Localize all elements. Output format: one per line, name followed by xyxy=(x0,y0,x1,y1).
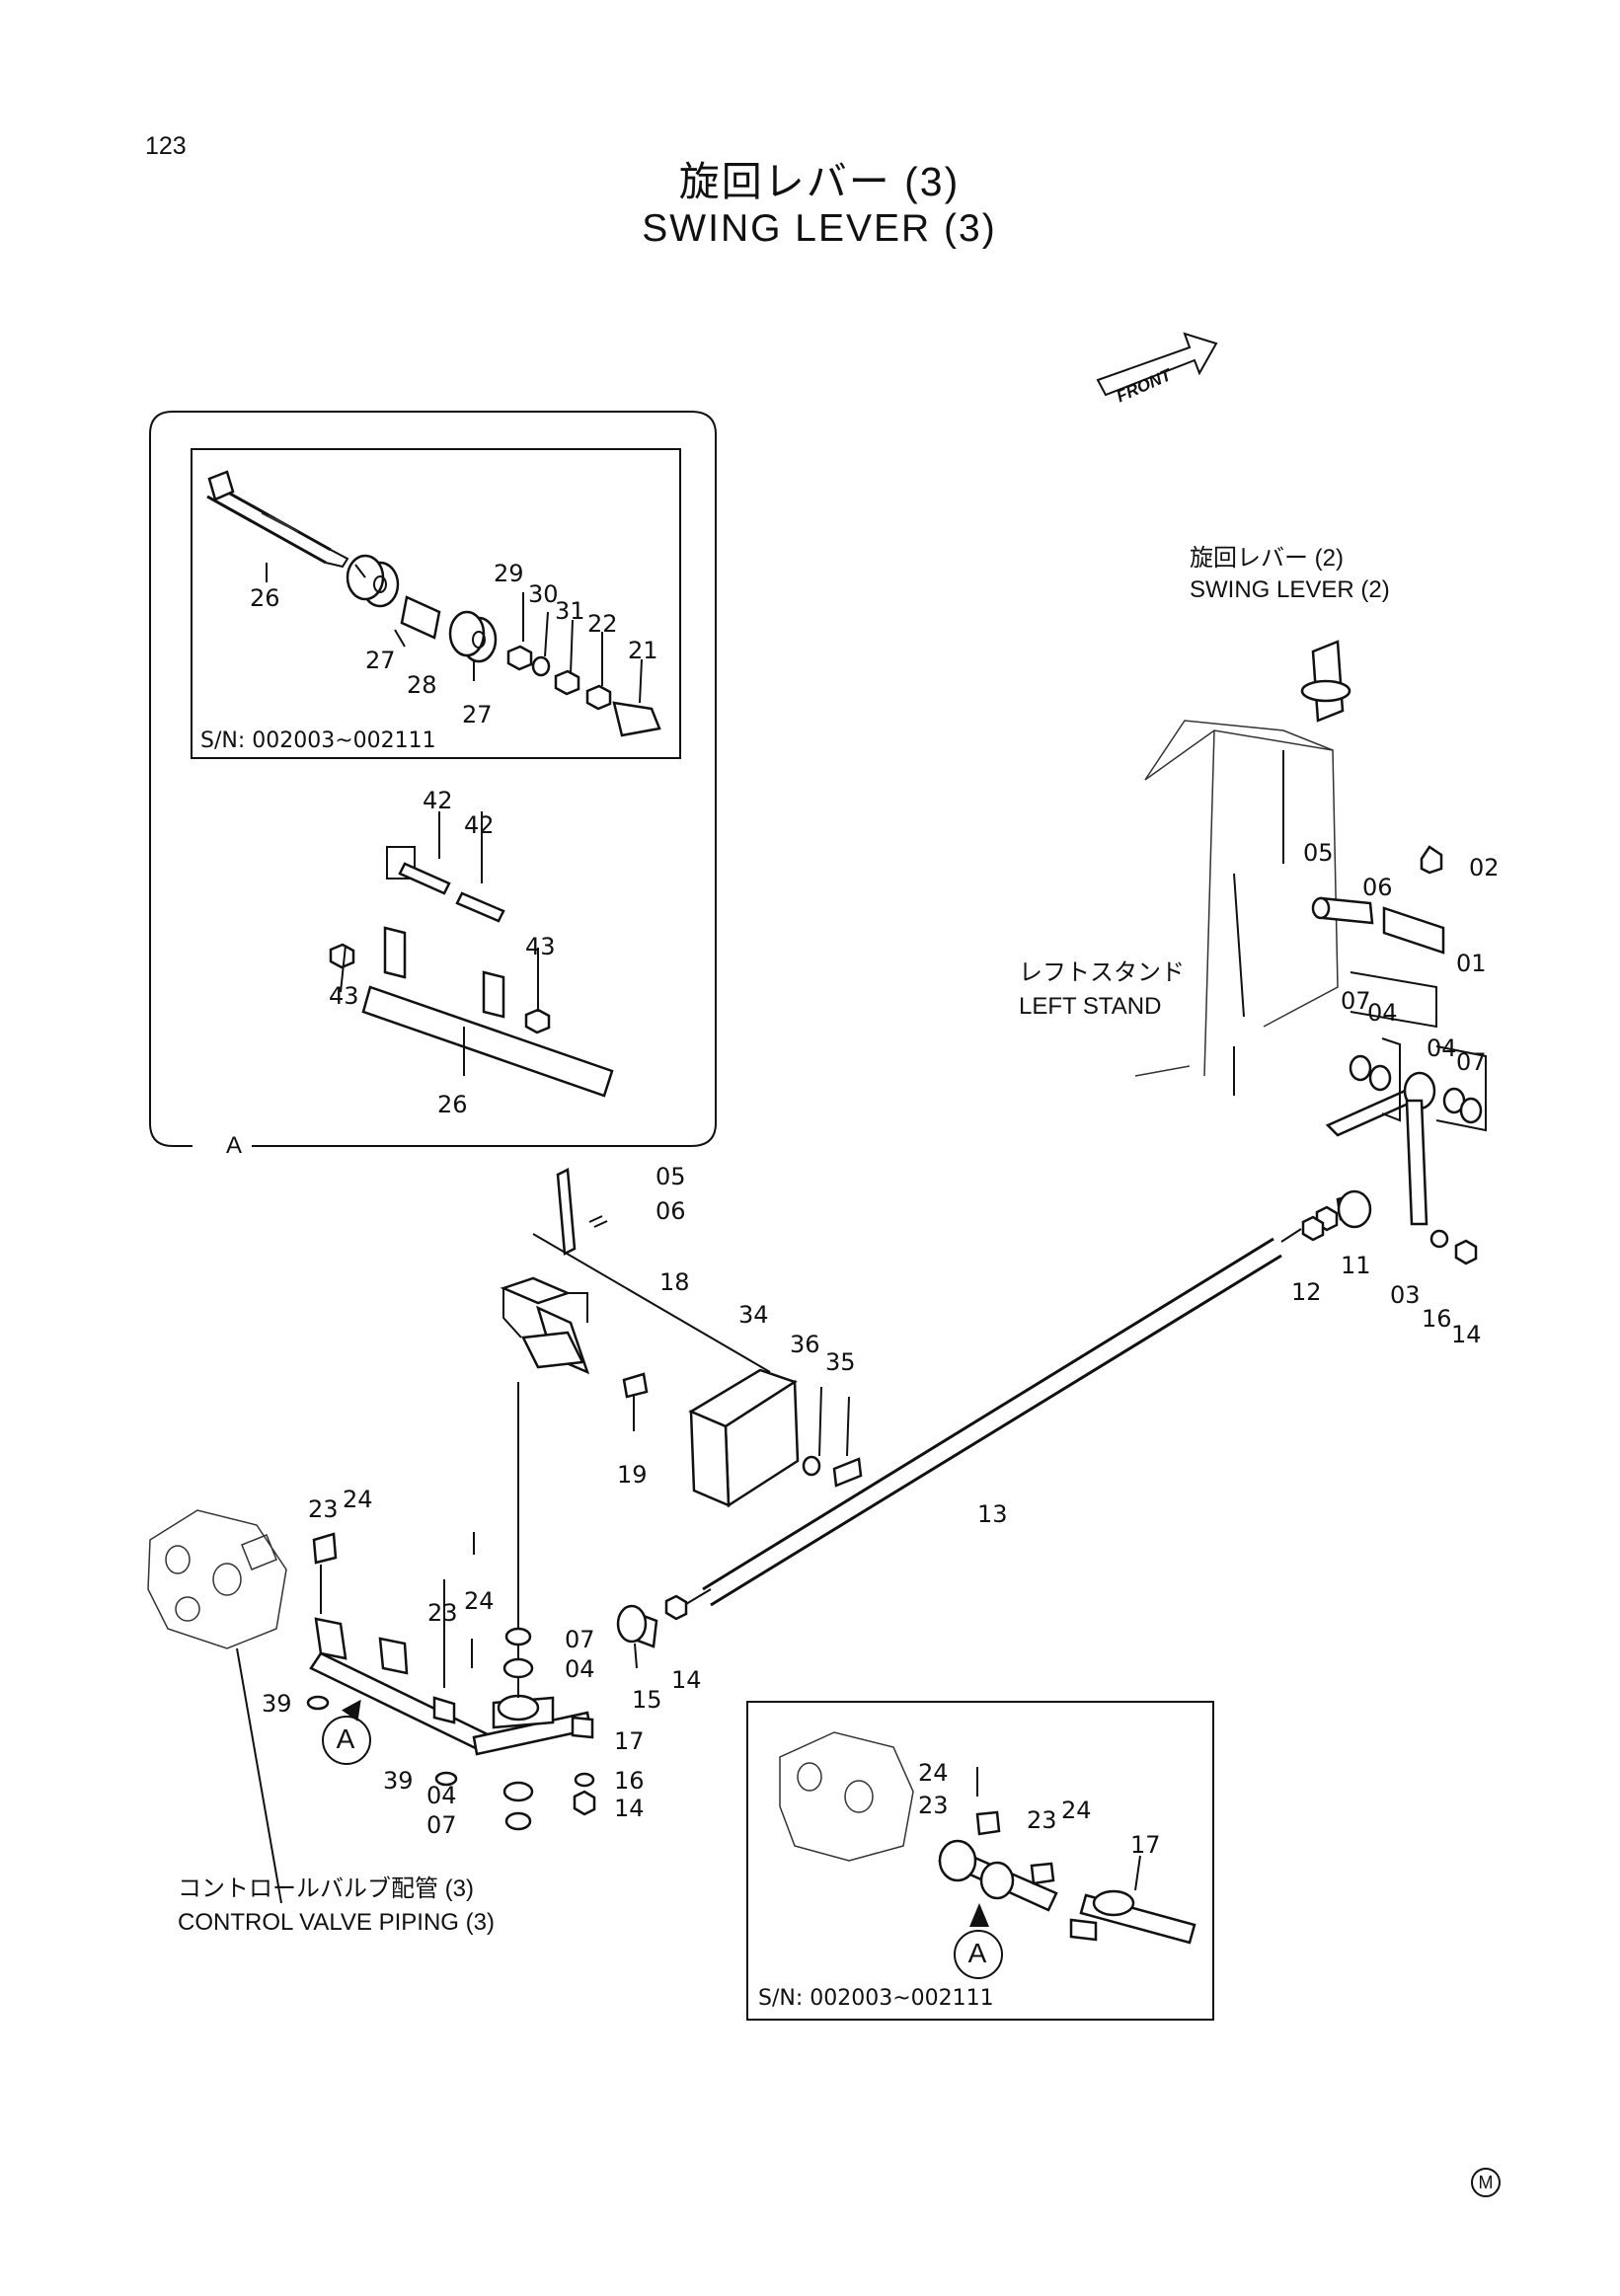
part-label: 06 xyxy=(656,1197,686,1225)
part-label: 43 xyxy=(525,933,556,960)
detail-a-lever-parts xyxy=(329,811,614,1098)
left-stand-outline xyxy=(1134,640,1351,1096)
part-label: 23 xyxy=(308,1495,339,1523)
part-label: 27 xyxy=(365,647,396,674)
part-label: 19 xyxy=(617,1461,648,1489)
part-label: 14 xyxy=(671,1666,702,1694)
detail-a-shaft-parts xyxy=(206,470,661,737)
part-label: 07 xyxy=(1341,987,1371,1015)
part-label: 31 xyxy=(555,597,585,625)
part-label: 18 xyxy=(659,1268,690,1296)
part-label: 15 xyxy=(632,1686,662,1714)
part-label: 07 xyxy=(426,1811,457,1839)
part-label: 26 xyxy=(250,584,280,612)
page-title-english: SWING LEVER (3) xyxy=(642,207,997,250)
part-label: 23 xyxy=(918,1792,949,1819)
view-a-letter: A xyxy=(967,1938,987,1968)
detail-bottom-inset-box xyxy=(746,1701,1214,2021)
part-label: 06 xyxy=(1362,874,1393,901)
part-label: 04 xyxy=(1427,1034,1457,1062)
part-label: 17 xyxy=(1130,1831,1161,1859)
part-label: 42 xyxy=(464,811,495,839)
part-label: 21 xyxy=(628,637,658,664)
part-label: 02 xyxy=(1469,854,1500,881)
view-a-arrow-right-icon xyxy=(969,1903,989,1927)
detail-a-frame xyxy=(149,411,717,1147)
part-label: 14 xyxy=(614,1795,645,1822)
part-label: 05 xyxy=(1303,839,1334,867)
part-label: 39 xyxy=(262,1690,292,1718)
part-label: 16 xyxy=(614,1767,645,1795)
part-label: 28 xyxy=(407,671,437,699)
part-label: 17 xyxy=(614,1727,645,1755)
part-label: 04 xyxy=(426,1782,457,1809)
part-label: 16 xyxy=(1422,1305,1452,1333)
ref-left-stand-en: LEFT STAND xyxy=(1019,993,1162,1020)
part-label: 43 xyxy=(329,982,359,1010)
lower-left-linkage xyxy=(306,1382,688,1831)
manufacturer-mark-icon: M xyxy=(1471,2168,1501,2197)
part-label: 07 xyxy=(1456,1048,1487,1076)
upper-right-linkage xyxy=(1301,845,1487,1265)
part-label: 04 xyxy=(1367,999,1398,1027)
part-label: 27 xyxy=(462,701,493,728)
part-label: 13 xyxy=(977,1500,1008,1528)
ref-left-stand-jp: レフトスタンド xyxy=(1019,959,1185,986)
detail-bottom-serial-range: S/N: 002003~002111 xyxy=(758,1986,994,2011)
view-a-callout-right: A xyxy=(954,1930,1003,1979)
ref-swing-lever-2-en: SWING LEVER (2) xyxy=(1190,576,1390,603)
part-label: 29 xyxy=(494,560,524,587)
part-label: 39 xyxy=(383,1767,414,1795)
detail-a-marker: A xyxy=(226,1132,243,1159)
part-label: 05 xyxy=(656,1163,686,1190)
view-a-callout-left: A xyxy=(322,1716,371,1765)
part-label: 12 xyxy=(1291,1278,1322,1306)
detail-a-serial-range: S/N: 002003~002111 xyxy=(200,728,436,753)
center-bracket xyxy=(500,1168,649,1431)
ref-control-valve-piping-en: CONTROL VALVE PIPING (3) xyxy=(178,1909,495,1936)
control-valve-left xyxy=(147,1509,287,1904)
front-arrow-icon xyxy=(1096,332,1218,397)
bracket-34 xyxy=(532,1233,863,1508)
page-number: 123 xyxy=(145,132,187,160)
part-label: 26 xyxy=(437,1091,468,1118)
detail-a-inset-box xyxy=(191,448,681,759)
part-label: 23 xyxy=(427,1599,458,1627)
part-label: 23 xyxy=(1027,1806,1057,1834)
part-label: 30 xyxy=(528,580,559,608)
part-label: 14 xyxy=(1451,1321,1482,1348)
part-label: 24 xyxy=(343,1486,373,1513)
part-label: 36 xyxy=(790,1331,820,1358)
part-label: 35 xyxy=(825,1348,856,1376)
ref-control-valve-piping-jp: コントロールバルブ配管 (3) xyxy=(178,1875,474,1902)
part-label: 24 xyxy=(1061,1797,1092,1824)
page-title-japanese: 旋回レバー (3) xyxy=(678,159,961,204)
part-label: 24 xyxy=(918,1759,949,1787)
part-label: 42 xyxy=(423,787,453,814)
ref-swing-lever-2-jp: 旋回レバー (2) xyxy=(1190,545,1344,572)
part-label: 24 xyxy=(464,1587,495,1615)
detail-bottom-parts xyxy=(779,1731,1196,1945)
view-a-letter: A xyxy=(336,1723,355,1754)
part-label: 07 xyxy=(565,1626,595,1653)
part-label: 22 xyxy=(587,610,618,638)
part-label: 11 xyxy=(1341,1252,1371,1279)
part-label: 03 xyxy=(1390,1281,1421,1309)
part-label: 01 xyxy=(1456,950,1487,977)
part-label: 34 xyxy=(738,1301,769,1329)
part-label: 04 xyxy=(565,1655,595,1683)
